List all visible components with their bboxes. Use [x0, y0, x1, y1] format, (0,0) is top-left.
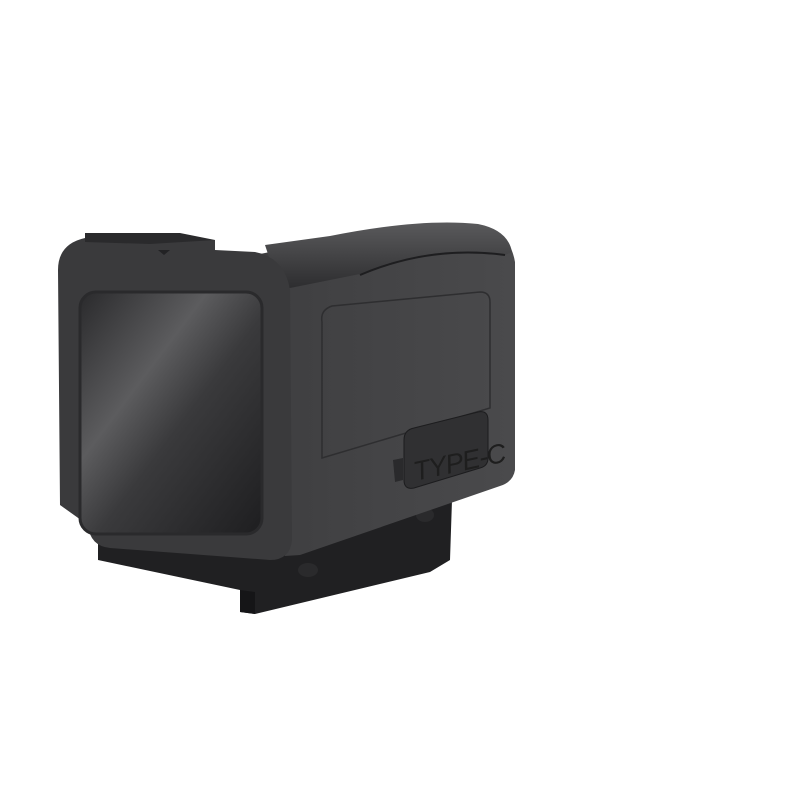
device-body: [255, 222, 515, 556]
side-panel: [320, 291, 491, 460]
notch-icon: [158, 250, 170, 255]
lens-window: [78, 290, 264, 536]
